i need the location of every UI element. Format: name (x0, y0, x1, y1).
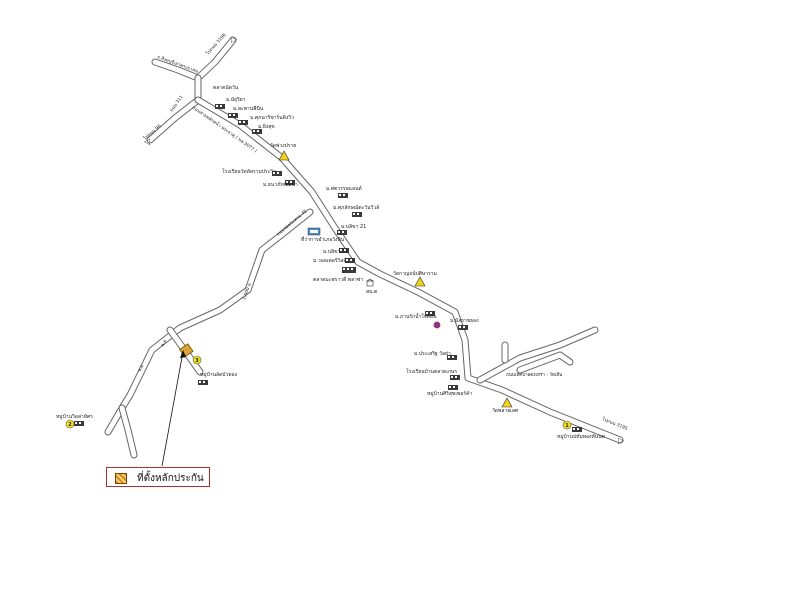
place-label: ม.มัยุริยา (226, 96, 246, 103)
place-label: ตลาดมะพราวดี พลาซ่า (313, 276, 363, 283)
road-label-side: ซ.ต (137, 364, 146, 373)
svg-text:1: 1 (565, 423, 569, 429)
place-label: หมู่บ้านวิลล่าห์ศร (56, 413, 93, 420)
place-label: ม.บลิขา 21 (341, 223, 366, 230)
pin-marker: 2 (65, 419, 75, 429)
road-label-small: ซ.ต (160, 339, 169, 348)
building-icon (458, 325, 468, 330)
place-label: ม.ประเสริฐ วัลย่า (414, 350, 451, 357)
place-label: โรงเรียนวัดทัสรามประวิว (222, 168, 276, 175)
building-icon (74, 421, 84, 426)
building-icon (425, 311, 435, 316)
arrow-right-icon: ▷ (618, 436, 625, 445)
place-label: หมู่บ้านปทัมทองทันนต (557, 433, 605, 440)
pin-marker: 1 (562, 420, 572, 430)
place-label: หมู่บ้านศิริสุขเซอร์ค้า (427, 390, 472, 397)
temple-icons (278, 150, 513, 408)
place-label: วัดพ่วงปราย (270, 143, 296, 149)
building-icon (345, 258, 355, 263)
building-icon (337, 230, 347, 235)
place-label: ม.ยิ่งสุข (258, 123, 275, 130)
building-icon (447, 355, 457, 360)
place-label: ม.บลิขา 11 (323, 248, 348, 255)
building-icon (342, 267, 356, 273)
building-icon (448, 385, 458, 390)
place-label: ม.วอลเตอร์วิลล์ (313, 257, 346, 264)
collateral-swatch-icon (115, 473, 127, 484)
building-icon (352, 212, 362, 217)
temple-icon (501, 397, 513, 408)
place-label: วัดกาญจน์ปศิษาราม (393, 270, 437, 277)
place-label: ที่ว่าการอำเภอวังหิน (301, 236, 345, 243)
building-icon (238, 120, 248, 125)
place-label: ม.ศตวรรษแลนด์ (326, 185, 362, 192)
svg-text:3: 3 (195, 358, 199, 364)
place-label: ม.ภานรักน้ำใจตอน (395, 311, 437, 320)
road-label-right-conn: ถนนเทศบาลดงเหรา - วัดเสิน (506, 372, 562, 378)
legend-label: ที่ตั้งหลักประกัน (137, 473, 204, 484)
road-label-right-arrow: ไปถนน 3195 (600, 416, 628, 432)
building-icon (450, 375, 460, 380)
place-labels: ตลาดนัดวัน ม.มัยุริยา ม.สะพานพีนีน ม.ศุภ… (56, 85, 605, 440)
place-label: ม.ศุภนาริชาร์นดิงวิว (250, 114, 294, 121)
building-icon (215, 104, 225, 109)
place-label: โรงเรียนบ้านตลาดเกษร (406, 368, 457, 375)
place-label: ตลาดนัดวัน (213, 85, 239, 91)
building-icon (252, 129, 262, 134)
direction-arrows: ◁ ▷ ▷ (143, 35, 625, 445)
building-icon (285, 180, 295, 185)
place-label: ม.ศุภลักษณ์ตะวันวิวล์ (333, 204, 379, 211)
arrow-top-right-icon: ▷ (231, 35, 238, 44)
building-icon (338, 193, 348, 198)
hospital-icon (433, 321, 441, 329)
place-label: ม.มัลราชธอง (450, 318, 479, 324)
building-icons (74, 104, 582, 432)
svg-text:2: 2 (68, 422, 72, 428)
temple-icon (278, 150, 290, 161)
building-icon (572, 427, 582, 432)
pin-marker: 3 (192, 355, 202, 365)
road-network (104, 36, 624, 459)
police-station-icon (366, 278, 374, 287)
place-label: วัดพลายเลศ (492, 408, 519, 414)
district-office-icon (307, 227, 321, 236)
arrow-left-icon: ◁ (143, 137, 150, 146)
place-label: ม.สะพานพีนีน (233, 105, 264, 112)
road-label-mid: ถนนชลประทาน 45 (275, 208, 308, 237)
building-icon (228, 113, 238, 118)
building-icon (198, 380, 208, 385)
place-label: ม.ธนาภัทพัฒนา (263, 182, 298, 188)
building-icon (272, 171, 282, 176)
legend: ที่ตั้งหลักประกัน (106, 467, 210, 487)
place-label: หมู่บ้านลัดบัวทอง (200, 371, 238, 378)
building-icon (339, 248, 349, 253)
collateral-location-marker (161, 343, 194, 467)
numbered-pins: 3 2 1 (65, 355, 572, 430)
place-label: สน.ต (366, 289, 377, 295)
temple-icon (414, 276, 426, 287)
